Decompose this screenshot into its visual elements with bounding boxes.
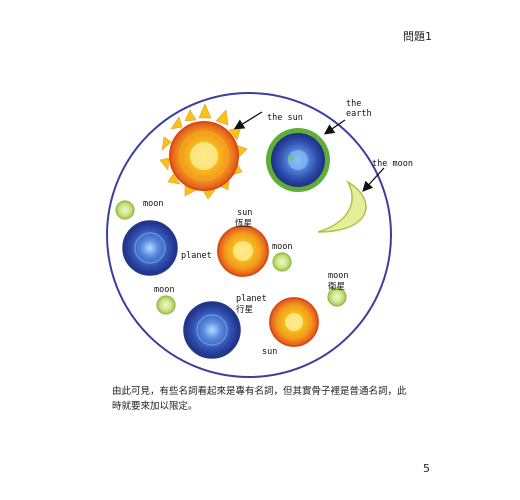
problem-label: 問題1 (403, 30, 432, 43)
moon-1 (115, 200, 135, 220)
label-the-sun: the sun (267, 113, 303, 123)
label-planet-2: planet (236, 294, 267, 304)
label-moon-4: moon (154, 285, 174, 295)
arrow-the-earth (323, 119, 346, 135)
label-planet-2-cjk: 行星 (236, 304, 253, 315)
moon-4 (156, 295, 176, 315)
label-planet-1: planet (181, 251, 212, 261)
sun-2 (269, 297, 319, 347)
label-sun-1: sun (237, 208, 252, 218)
planet-2 (183, 301, 241, 359)
label-the-earth-line1: the (346, 99, 361, 109)
arrow-the-moon (362, 167, 385, 192)
label-moon-3-cjk: 衛星 (328, 281, 345, 292)
moon-3 (327, 287, 347, 307)
label-the-earth-line2: earth (346, 109, 372, 119)
sun-1 (217, 225, 269, 277)
planet-1 (122, 220, 178, 276)
label-sun-1-cjk: 恆星 (235, 218, 252, 229)
the-sun (159, 103, 248, 200)
label-moon-3: moon (328, 271, 348, 281)
label-sun-2: sun (262, 347, 277, 357)
label-moon-1: moon (143, 199, 163, 209)
body-paragraph: 由此可見，有些名詞看起來是專有名詞，但其實骨子裡是普通名詞，此時就要來加以限定。 (112, 386, 407, 412)
crescent-moon (317, 180, 367, 233)
arrow-the-sun (233, 111, 263, 130)
label-moon-2: moon (272, 242, 292, 252)
label-the-moon: the moon (372, 159, 413, 169)
page-number: 5 (423, 462, 430, 475)
outer-circle (106, 92, 392, 378)
moon-2 (272, 252, 292, 272)
the-earth (266, 128, 330, 192)
